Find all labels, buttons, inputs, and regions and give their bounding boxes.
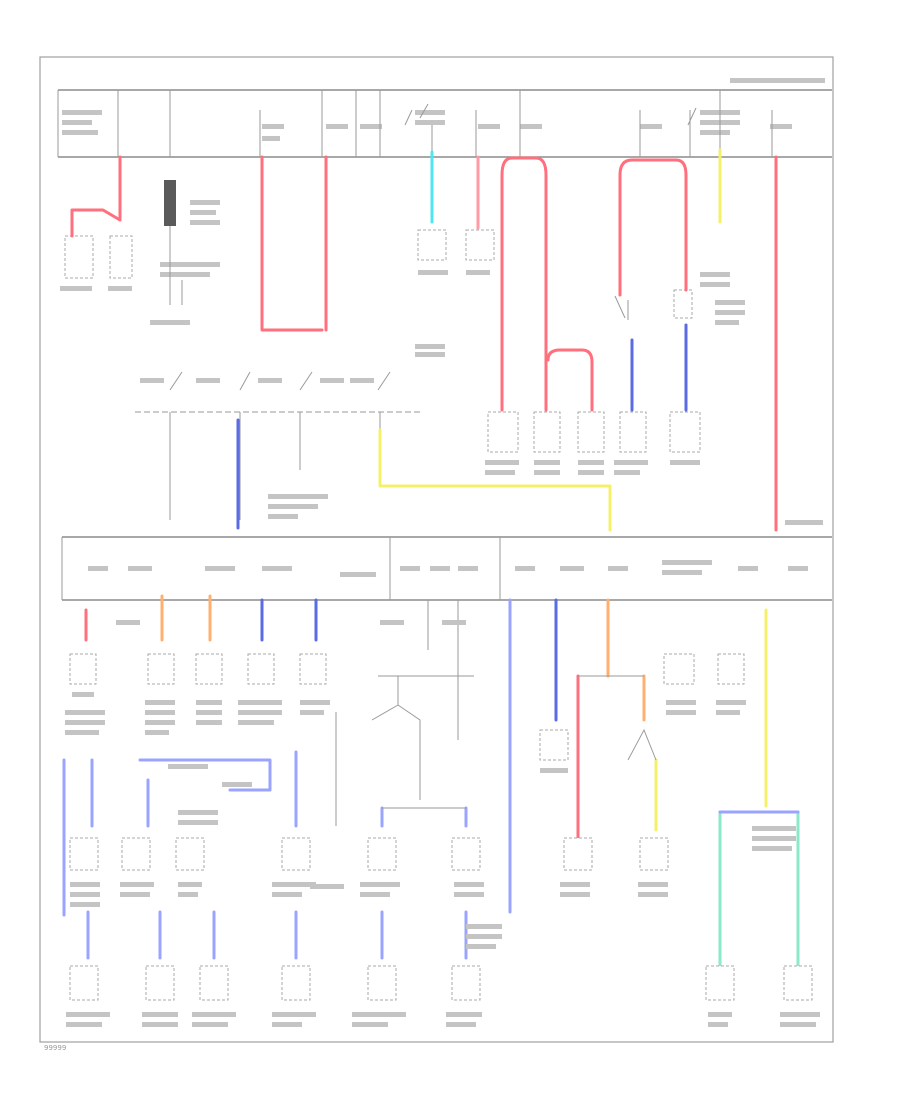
upper-wires xyxy=(70,148,778,532)
mid-components xyxy=(485,411,701,475)
upper-components xyxy=(60,180,745,349)
lower-components xyxy=(65,600,820,1027)
lower-wires xyxy=(62,594,800,968)
top-fuse-box xyxy=(57,78,832,158)
diagram-code: 99999 xyxy=(44,1044,66,1052)
diagram-frame xyxy=(39,56,834,1043)
lower-fuse-box xyxy=(61,520,832,601)
ignition-switch xyxy=(135,352,612,532)
